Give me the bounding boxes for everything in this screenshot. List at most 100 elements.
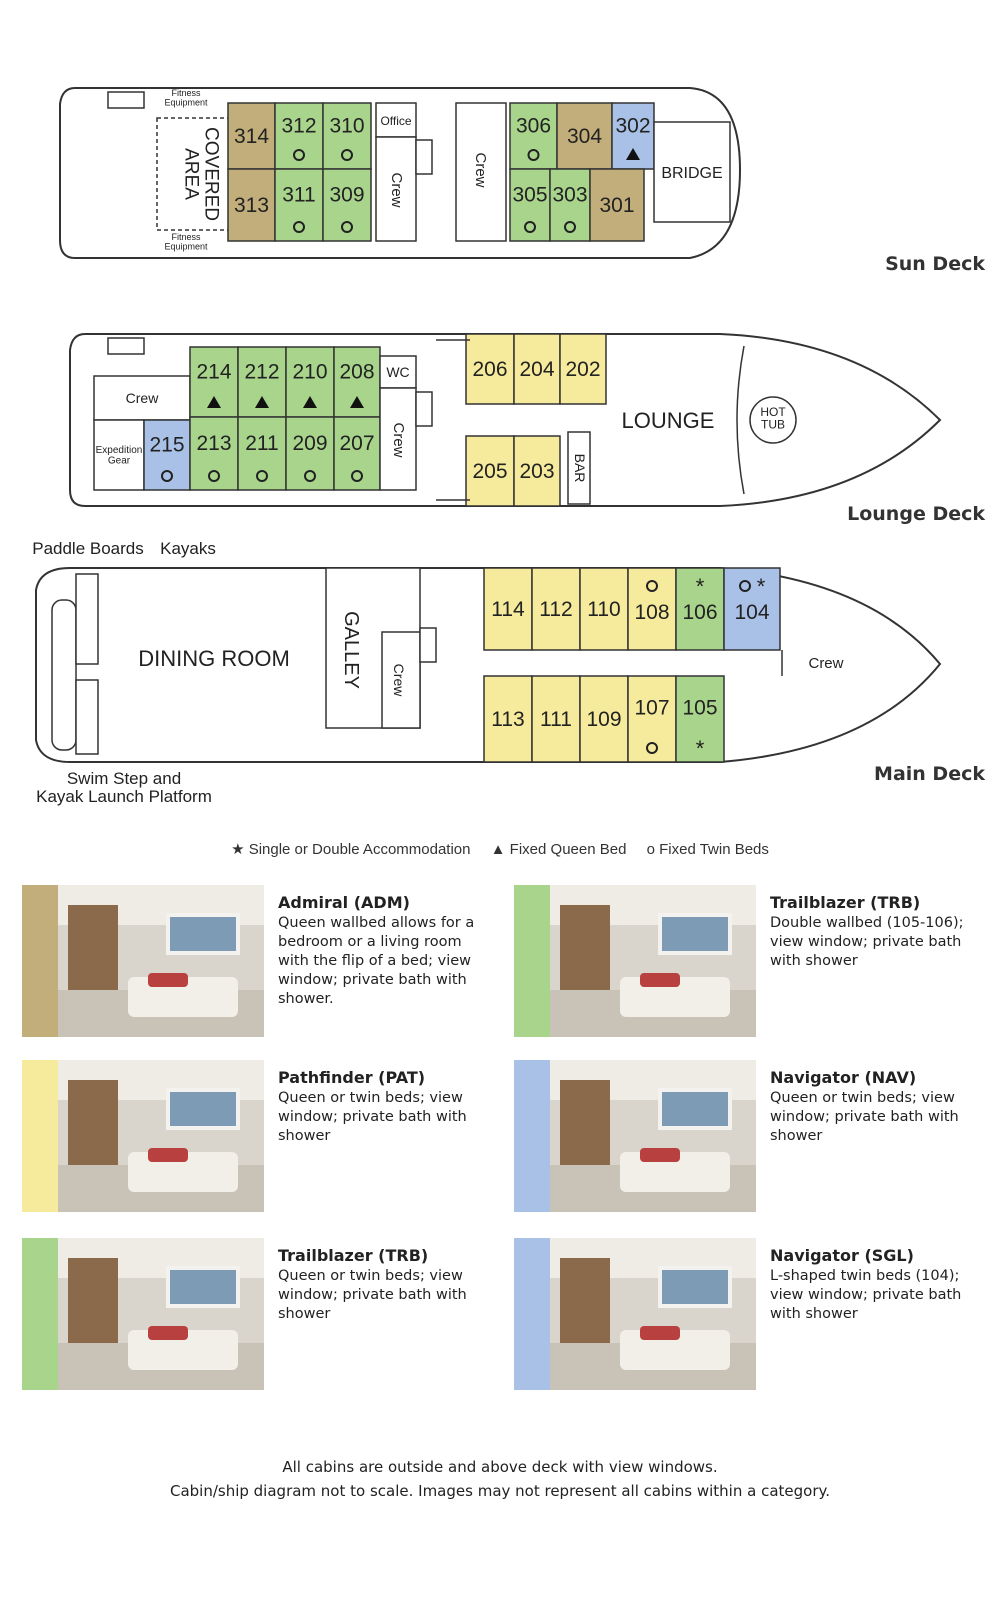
cabin-number: 301 bbox=[599, 194, 634, 217]
cabin-box bbox=[627, 675, 677, 763]
wc-label: WC bbox=[386, 364, 409, 380]
cabin-number: 211 bbox=[245, 432, 278, 455]
office-label: Office bbox=[380, 114, 411, 128]
cabin-212: 212 bbox=[237, 346, 287, 418]
cabin-number: 109 bbox=[586, 708, 621, 731]
cabin-313: 313 bbox=[227, 168, 276, 242]
cabin-box bbox=[723, 567, 781, 651]
cabin-309: 309 bbox=[322, 168, 372, 242]
cabin-number: 312 bbox=[281, 115, 316, 138]
cabin-number: 311 bbox=[282, 183, 315, 206]
cabin-205: 205 bbox=[465, 435, 515, 507]
cabin-box bbox=[531, 567, 581, 651]
cabin-number: 213 bbox=[196, 432, 231, 455]
kayak-rack-lower bbox=[75, 679, 99, 755]
cabin-photo bbox=[550, 885, 756, 1037]
lounge-crew bbox=[93, 375, 191, 421]
cabin-number: 110 bbox=[587, 598, 620, 621]
cabin-113: 113 bbox=[483, 675, 533, 763]
cabin-number: 209 bbox=[292, 432, 327, 455]
paddle-boards-label: Paddle Boards bbox=[32, 539, 144, 558]
category-title: Pathfinder (PAT) bbox=[278, 1068, 426, 1087]
twin-bed-icon bbox=[304, 470, 316, 482]
covered-area-label: COVEREDAREA bbox=[181, 127, 222, 221]
cabin-box bbox=[227, 102, 276, 170]
cabin-number: 112 bbox=[539, 598, 572, 621]
twin-bed-icon bbox=[527, 149, 540, 161]
galley-crew bbox=[381, 631, 421, 729]
main-stair bbox=[419, 627, 437, 663]
cabin-photo bbox=[550, 1238, 756, 1390]
twin-bed-icon bbox=[341, 221, 353, 233]
category-color-swatch bbox=[22, 1060, 58, 1212]
cabin-box bbox=[465, 435, 515, 507]
kayaks-label: Kayaks bbox=[160, 539, 216, 558]
cabin-207: 207 bbox=[333, 416, 381, 491]
cabin-box bbox=[675, 675, 725, 763]
cabin-box bbox=[322, 168, 372, 242]
lounge-stair-icon bbox=[107, 337, 145, 355]
cabin-106: 106* bbox=[675, 567, 725, 651]
category-description: Double wallbed (105-106); view window; p… bbox=[770, 915, 964, 969]
twin-bed-icon bbox=[256, 470, 268, 482]
twin-bed-icon bbox=[646, 580, 658, 592]
cabin-206: 206 bbox=[465, 333, 515, 405]
cabin-204: 204 bbox=[513, 333, 561, 405]
cabin-number: 215 bbox=[149, 434, 184, 457]
category-description: Queen or twin beds; view window; private… bbox=[278, 1268, 467, 1322]
cabin-number: 202 bbox=[565, 358, 600, 381]
category-card: Trailblazer (TRB)Double wallbed (105-106… bbox=[514, 885, 984, 1037]
symbol-legend: ★ Single or Double Accommodation ▲ Fixed… bbox=[0, 840, 1000, 858]
cabin-box bbox=[322, 102, 372, 170]
queen-bed-icon bbox=[626, 148, 640, 160]
cabin-number: 111 bbox=[540, 708, 572, 731]
cabin-box bbox=[556, 102, 613, 170]
cabin-box bbox=[227, 168, 276, 242]
cabin-203: 203 bbox=[513, 435, 561, 507]
cabin-number: 302 bbox=[615, 115, 650, 138]
cabin-number: 207 bbox=[339, 432, 374, 455]
hot-tub bbox=[749, 396, 797, 444]
cabin-number: 113 bbox=[491, 708, 524, 731]
cabin-number: 107 bbox=[634, 697, 669, 720]
sun-crew-fwd bbox=[455, 102, 507, 242]
cabin-number: 214 bbox=[196, 361, 231, 384]
category-color-swatch bbox=[22, 1238, 58, 1390]
cabin-number: 313 bbox=[234, 194, 269, 217]
dining-room-label: DINING ROOM bbox=[138, 646, 290, 671]
cabin-305: 305 bbox=[509, 168, 551, 242]
cabin-number: 204 bbox=[519, 358, 554, 381]
covered-area bbox=[156, 117, 230, 231]
category-description: Queen or twin beds; view window; private… bbox=[770, 1090, 959, 1144]
cabin-110: 110 bbox=[579, 567, 629, 651]
cabin-302: 302 bbox=[611, 102, 655, 170]
twin-bed-icon bbox=[739, 580, 751, 592]
cabin-109: 109 bbox=[579, 675, 629, 763]
single-double-icon: * bbox=[757, 574, 766, 599]
category-color-swatch bbox=[514, 1238, 550, 1390]
cabin-108: 108 bbox=[627, 567, 677, 651]
cabin-number: 309 bbox=[329, 183, 364, 206]
cabin-box bbox=[513, 435, 561, 507]
lounge-stair-mid bbox=[415, 391, 433, 427]
category-card: Admiral (ADM)Queen wallbed allows for a … bbox=[22, 885, 492, 1037]
cabin-photo bbox=[58, 885, 264, 1037]
wc bbox=[379, 355, 417, 389]
galley-crew-label: Crew bbox=[391, 664, 407, 698]
cabin-214: 214 bbox=[189, 346, 239, 418]
cabin-box bbox=[579, 567, 629, 651]
category-text: Admiral (ADM)Queen wallbed allows for a … bbox=[278, 893, 488, 1009]
category-text: Trailblazer (TRB)Queen or twin beds; vie… bbox=[278, 1246, 488, 1324]
lounge-crew-mid bbox=[379, 387, 417, 491]
bridge-label: BRIDGE bbox=[661, 165, 722, 182]
cabin-photo bbox=[550, 1060, 756, 1212]
cabin-202: 202 bbox=[559, 333, 607, 405]
cabin-208: 208 bbox=[333, 346, 381, 418]
cabin-box bbox=[285, 416, 335, 491]
